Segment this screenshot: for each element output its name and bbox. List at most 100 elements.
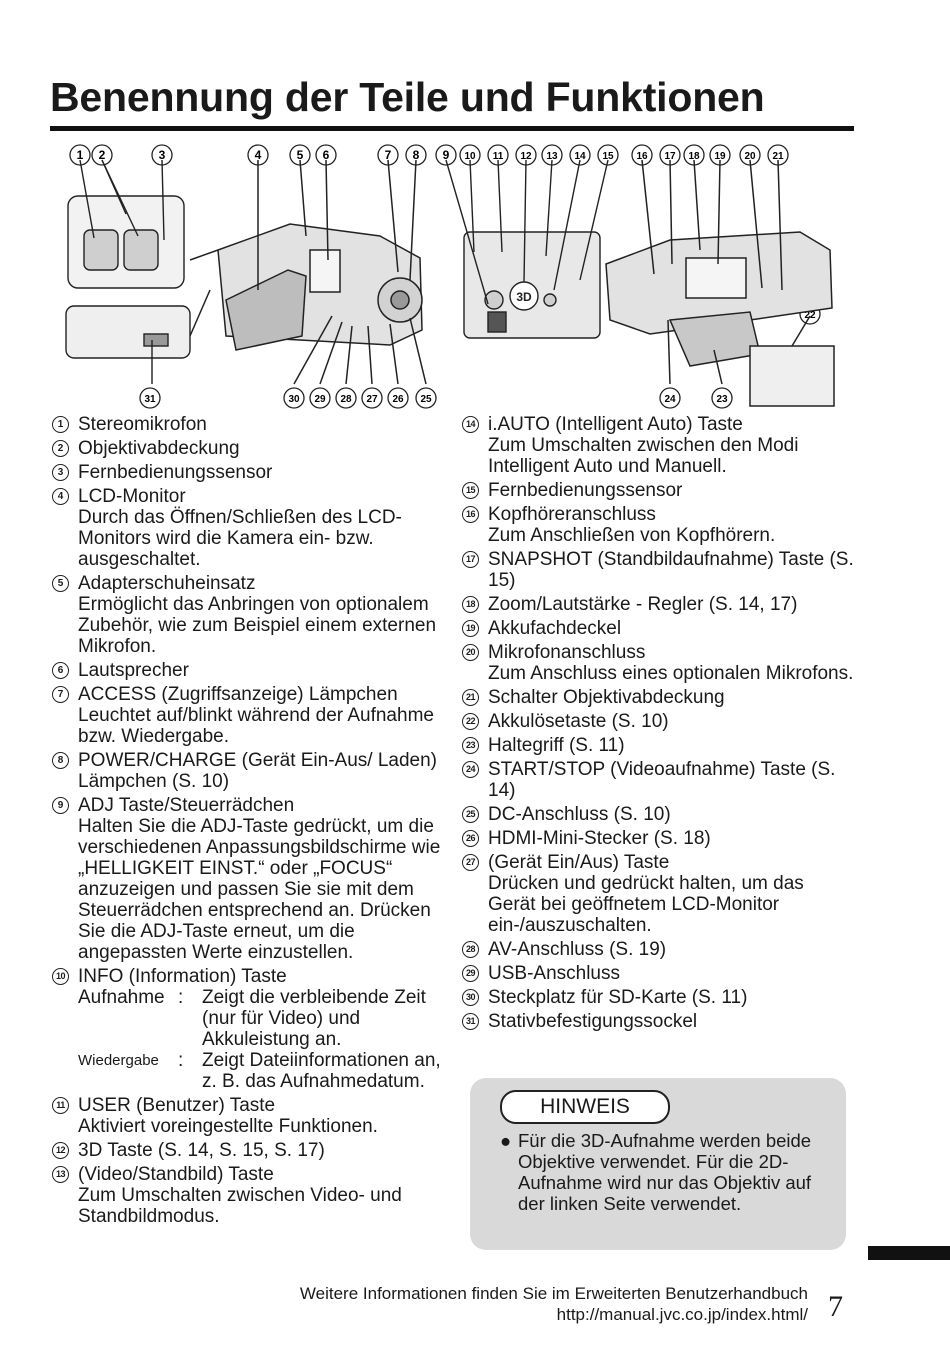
item-number: 27: [462, 854, 479, 871]
item-description: Zum Anschluss eines optionalen Mikrofons…: [488, 663, 854, 684]
item-number: 9: [52, 797, 69, 814]
item-label: Adapterschuheinsatz: [78, 573, 256, 594]
page-title: Benennung der Teile und Funktionen: [50, 74, 765, 120]
item-label: Stereomikrofon: [78, 414, 207, 435]
item-number: 4: [52, 488, 69, 505]
item-number: 30: [462, 989, 479, 1006]
item-label: Objektivabdeckung: [78, 438, 240, 459]
callout-number: 27: [366, 394, 378, 405]
callout-number: 23: [716, 394, 728, 405]
item-description: Leuchtet auf/blinkt während der Aufnahme…: [78, 705, 434, 747]
info-key: Wiedergabe: [78, 1052, 159, 1069]
callout-number: 24: [664, 394, 676, 405]
item-number: 20: [462, 644, 479, 661]
callout-number: 19: [714, 151, 726, 162]
item-number: 21: [462, 689, 479, 706]
item-label: Haltegriff (S. 11): [488, 735, 625, 756]
item-label: DC-Anschluss (S. 10): [488, 804, 671, 825]
item-number: 17: [462, 551, 479, 568]
list-item: 12 3D Taste (S. 14, S. 15, S. 17): [52, 1140, 444, 1161]
callout-circle: [387, 387, 409, 409]
callout-circle: [415, 387, 437, 409]
list-item: 2 Objektivabdeckung: [52, 438, 444, 459]
item-label: USER (Benutzer) Taste: [78, 1095, 276, 1116]
item-label: HDMI-Mini-Stecker (S. 18): [488, 828, 711, 849]
item-description: Ermöglicht das Anbringen von optionalem …: [78, 594, 437, 657]
item-label: 3D Taste (S. 14, S. 15, S. 17): [78, 1140, 325, 1161]
item-number: 7: [52, 686, 69, 703]
callout-circle: [711, 387, 733, 409]
svg-text:3D: 3D: [516, 290, 532, 304]
info-separator: :: [178, 987, 184, 1008]
callout-number: 26: [392, 394, 404, 405]
item-number: 22: [462, 713, 479, 730]
callout-number: 21: [772, 151, 784, 162]
list-item: 17 SNAPSHOT (Standbildaufnahme) Taste (S.…: [462, 549, 854, 591]
item-label: POWER/CHARGE (Gerät Ein-Aus/ Laden) Lämp…: [78, 750, 437, 792]
item-label: (Video/Standbild) Taste: [78, 1164, 274, 1185]
item-number: 2: [52, 440, 69, 457]
callout-number: 9: [443, 148, 450, 162]
callout-circle: [597, 144, 619, 166]
item-number: 16: [462, 506, 479, 523]
lens-inset: [67, 159, 185, 289]
info-key: Aufnahme: [78, 987, 165, 1008]
callout-circle: [69, 144, 91, 166]
item-label: Schalter Objektivabdeckung: [488, 687, 725, 708]
item-description: Zum Umschalten zwischen den Modi Intelli…: [488, 435, 799, 477]
callout-circle: [139, 387, 161, 409]
list-item: 21 Schalter Objektivabdeckung: [462, 687, 854, 708]
item-number: 24: [462, 761, 479, 778]
callout-number: 6: [323, 148, 330, 162]
callout-number: 22: [804, 310, 816, 321]
item-number: 11: [52, 1097, 69, 1114]
callout-number: 8: [413, 148, 420, 162]
item-number: 8: [52, 752, 69, 769]
page-number: 7: [828, 1290, 843, 1323]
callout-circle: [335, 387, 357, 409]
callout-number: 11: [493, 151, 504, 162]
footer-text: Weitere Informationen finden Sie im Erwe…: [299, 1284, 808, 1303]
item-label: Fernbedienungssensor: [488, 480, 683, 501]
item-description: Drücken und gedrückt halten, um das Gerä…: [488, 873, 804, 936]
item-label: SNAPSHOT (Standbildaufnahme) Taste (S. 1…: [488, 549, 854, 591]
item-description: Zum Anschließen von Kopfhörern.: [488, 525, 776, 546]
callout-circle: [361, 387, 383, 409]
item-label: Zoom/Lautstärke - Regler (S. 14, 17): [488, 594, 798, 615]
bullet-icon: ●: [500, 1130, 512, 1151]
item-number: 15: [462, 482, 479, 499]
item-number: 6: [52, 662, 69, 679]
item-number: 3: [52, 464, 69, 481]
callout-number: 5: [297, 148, 304, 162]
item-label: Kopfhöreranschluss: [488, 504, 656, 525]
item-number: 12: [52, 1142, 69, 1159]
callout-number: 20: [744, 151, 756, 162]
footer-url[interactable]: http://manual.jvc.co.jp/index.html/: [556, 1305, 808, 1324]
item-number: 1: [52, 416, 69, 433]
item-label: Akkulösetaste (S. 10): [488, 711, 669, 732]
button-panel-inset: 3D: [445, 159, 609, 339]
item-number: 19: [462, 620, 479, 637]
item-number: 5: [52, 575, 69, 592]
callout-number: 28: [340, 394, 352, 405]
item-label: (Gerät Ein/Aus) Taste: [488, 852, 670, 873]
callout-number: 10: [464, 151, 476, 162]
